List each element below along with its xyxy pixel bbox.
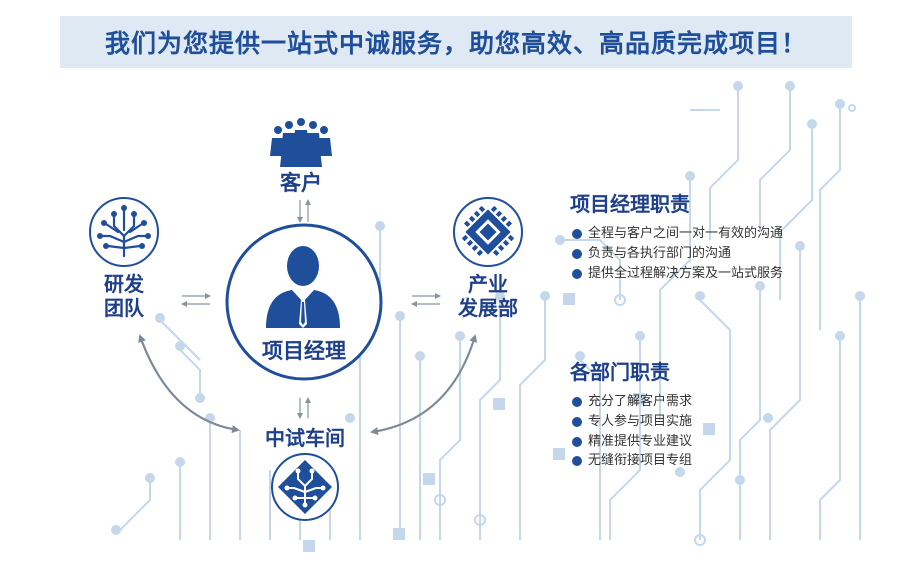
headline-text: 我们为您提供一站式中诚服务，助您高效、高品质完成项目！ (104, 29, 807, 58)
industry-label-line2: 发展部 (458, 296, 518, 320)
list-item: 提供全过程解决方案及一站式服务 (570, 264, 783, 284)
list-item: 无缝衔接项目专组 (570, 451, 692, 471)
curve-pilot-rnd (138, 334, 239, 431)
pilot-label: 中试车间 (265, 426, 345, 450)
list-item: 专人参与项目实施 (570, 412, 692, 432)
curve-industry-pilot (370, 335, 476, 436)
list-item: 负责与各执行部门的沟通 (570, 244, 783, 264)
industry-label-line1: 产业 (468, 272, 508, 296)
dept-duties-list: 充分了解客户需求 专人参与项目实施 精准提供专业建议 无缝衔接项目专组 (570, 392, 692, 471)
pm-duties-list: 全程与客户之间一对一有效的沟通 负责与各执行部门的沟通 提供全过程解决方案及一站… (570, 224, 783, 283)
manager-label: 项目经理 (262, 339, 346, 363)
list-item: 全程与客户之间一对一有效的沟通 (570, 224, 783, 244)
chip-icon (452, 196, 524, 268)
list-item: 精准提供专业建议 (570, 432, 692, 452)
customer-label: 客户 (280, 171, 322, 195)
businessman-icon (262, 240, 344, 330)
dept-duties-title: 各部门职责 (570, 360, 670, 384)
circuit-brain-icon (88, 196, 160, 268)
headline-banner: 我们为您提供一站式中诚服务，助您高效、高品质完成项目！ (60, 16, 852, 68)
people-group-icon (268, 116, 334, 168)
rnd-label-line1: 研发 (104, 272, 144, 296)
rnd-label-line2: 团队 (104, 296, 144, 320)
list-item: 充分了解客户需求 (570, 392, 692, 412)
curve-pilot-industry (371, 334, 478, 433)
pm-duties-title: 项目经理职责 (570, 192, 690, 216)
circuit-board-icon (270, 452, 340, 522)
